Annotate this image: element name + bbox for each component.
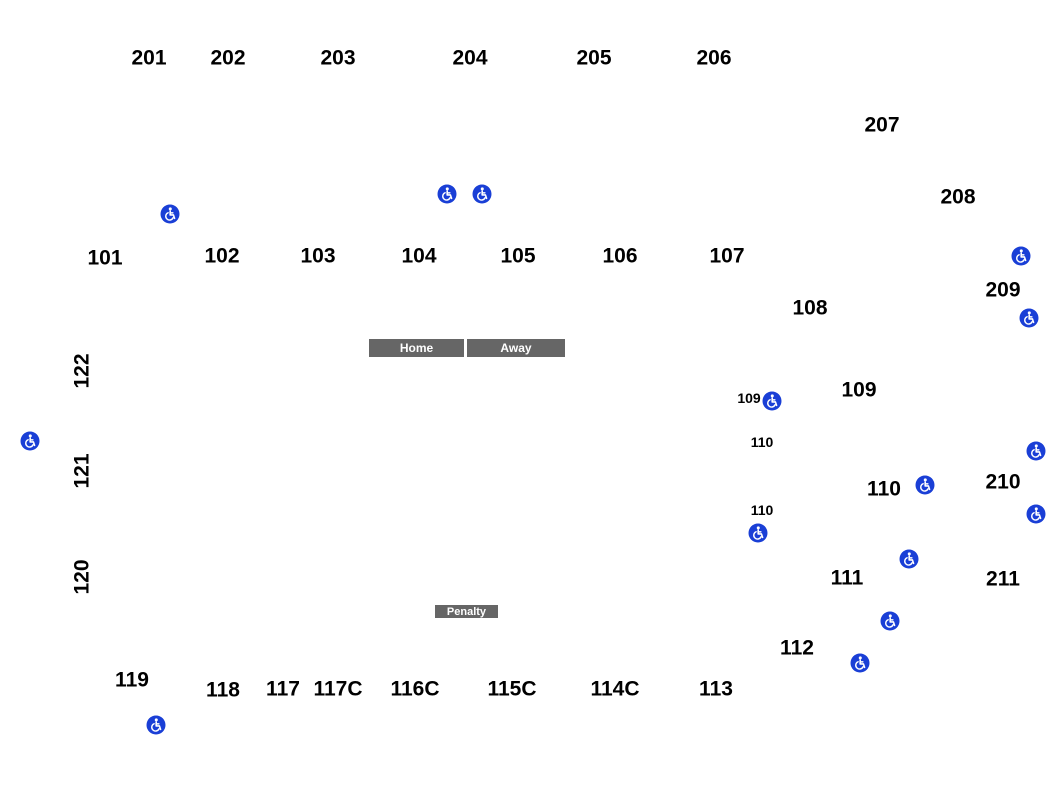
- section-211[interactable]: 211: [986, 567, 1020, 591]
- section-119[interactable]: 119: [115, 668, 149, 692]
- section-209[interactable]: 209: [985, 278, 1021, 302]
- section-101[interactable]: 101: [87, 246, 123, 270]
- section-103[interactable]: 103: [300, 244, 336, 268]
- wheelchair-icon[interactable]: [915, 475, 935, 495]
- section-204[interactable]: 204: [452, 46, 488, 70]
- wheelchair-icon[interactable]: [437, 184, 457, 204]
- section-110-small-a[interactable]: 110: [750, 434, 774, 450]
- wheelchair-icon[interactable]: [1019, 308, 1039, 328]
- section-118[interactable]: 118: [206, 678, 240, 702]
- section-203[interactable]: 203: [320, 46, 356, 70]
- section-111[interactable]: 111: [830, 566, 864, 590]
- section-108[interactable]: 108: [792, 296, 828, 320]
- wheelchair-icon[interactable]: [20, 431, 40, 451]
- section-109-small[interactable]: 109: [737, 390, 761, 406]
- wheelchair-icon[interactable]: [762, 391, 782, 411]
- wheelchair-icon[interactable]: [899, 549, 919, 569]
- wheelchair-icon[interactable]: [880, 611, 900, 631]
- section-207[interactable]: 207: [864, 113, 900, 137]
- section-113[interactable]: 113: [699, 677, 733, 701]
- wheelchair-icon[interactable]: [850, 653, 870, 673]
- home-bench: Home: [369, 339, 464, 357]
- wheelchair-icon[interactable]: [146, 715, 166, 735]
- wheelchair-icon[interactable]: [1026, 504, 1046, 524]
- away-bench: Away: [467, 339, 565, 357]
- wheelchair-icon[interactable]: [160, 204, 180, 224]
- wheelchair-icon[interactable]: [1011, 246, 1031, 266]
- section-104[interactable]: 104: [401, 244, 437, 268]
- wheelchair-icon[interactable]: [748, 523, 768, 543]
- section-202[interactable]: 202: [210, 46, 246, 70]
- section-117c[interactable]: 117C: [313, 677, 363, 701]
- section-110-small-b[interactable]: 110: [750, 502, 774, 518]
- wheelchair-icon[interactable]: [472, 184, 492, 204]
- section-122[interactable]: 122: [70, 353, 94, 389]
- section-105[interactable]: 105: [500, 244, 536, 268]
- penalty-box: Penalty: [435, 605, 498, 618]
- section-110[interactable]: 110: [867, 477, 901, 501]
- section-210[interactable]: 210: [985, 470, 1021, 494]
- wheelchair-icon[interactable]: [1026, 441, 1046, 461]
- section-205[interactable]: 205: [576, 46, 612, 70]
- section-116c[interactable]: 116C: [390, 677, 440, 701]
- section-117[interactable]: 117: [266, 677, 300, 701]
- section-107[interactable]: 107: [709, 244, 745, 268]
- section-112[interactable]: 112: [780, 636, 814, 660]
- section-206[interactable]: 206: [696, 46, 732, 70]
- section-114c[interactable]: 114C: [590, 677, 640, 701]
- section-121[interactable]: 121: [70, 453, 94, 489]
- section-115c[interactable]: 115C: [487, 677, 537, 701]
- section-109[interactable]: 109: [841, 378, 877, 402]
- section-120[interactable]: 120: [70, 559, 94, 595]
- section-201[interactable]: 201: [131, 46, 167, 70]
- section-102[interactable]: 102: [204, 244, 240, 268]
- section-208[interactable]: 208: [940, 185, 976, 209]
- section-106[interactable]: 106: [602, 244, 638, 268]
